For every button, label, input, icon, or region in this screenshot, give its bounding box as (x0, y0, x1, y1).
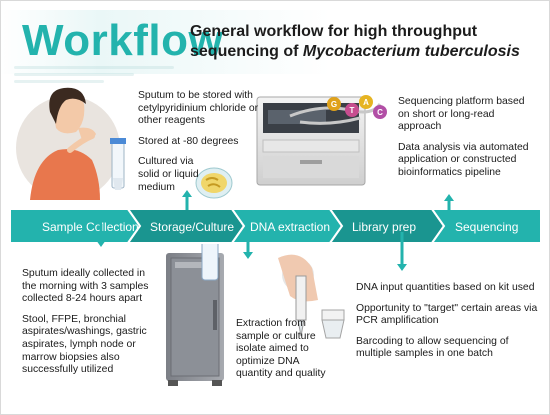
library-note-3: Barcoding to allow sequencing of multipl… (356, 335, 509, 360)
sample-note-2: Stool, FFPE, bronchial aspirates/washing… (22, 313, 147, 376)
step-label-sequencing: Sequencing (455, 220, 519, 234)
storage-notes: Sputum to be stored with cetylpyridinium… (138, 90, 268, 202)
dna-base-T (345, 103, 359, 117)
storage-note-2: Stored at -80 degrees (138, 135, 239, 147)
coughing-person-icon (16, 87, 120, 200)
dna-base-letter-A: A (363, 98, 369, 107)
extraction-note-1: Extraction from sample or culture isolat… (236, 318, 326, 380)
title-organism: Mycobacterium tuberculosis (302, 43, 520, 60)
workflow-badge: Workflow (22, 16, 224, 65)
title-line-1: General workflow for high throughput (190, 23, 478, 40)
storage-note-3: Cultured via solid or liquid medium (138, 156, 199, 193)
library-note-1: DNA input quantities based on kit used (356, 282, 535, 293)
sequencing-notes: Sequencing platform based on short or lo… (398, 96, 538, 188)
figure-title: General workflow for high throughput seq… (190, 22, 542, 62)
sequencer-machine-icon (256, 96, 366, 186)
storage-note-1: Sputum to be stored with cetylpyridinium… (138, 90, 259, 127)
step-label-storage-culture: Storage/Culture (150, 220, 235, 234)
dna-base-letter-T: T (350, 106, 355, 115)
sequencing-note-2: Data analysis via automated application … (398, 141, 529, 178)
library-note-2: Opportunity to "target" certain areas vi… (356, 302, 538, 327)
workflow-arrow-band (9, 208, 540, 244)
dna-base-G (327, 97, 341, 111)
dna-base-letter-C: C (377, 108, 383, 117)
sequencing-note-1: Sequencing platform based on short or lo… (398, 96, 525, 133)
step-label-sample-collection: Sample Collection (42, 220, 139, 234)
dna-base-letter-G: G (331, 100, 337, 109)
step-label-library-prep: Library prep (352, 220, 417, 234)
petri-dish-icon (195, 167, 233, 199)
pipette-icon (278, 254, 318, 337)
dna-base-C (373, 105, 387, 119)
step-label-dna-extraction: DNA extraction (250, 220, 331, 234)
header-band (0, 10, 550, 74)
chevron-step-5 (430, 208, 540, 244)
freezer-icon (166, 253, 224, 386)
sample-collection-notes: Sputum ideally collected in the morning … (22, 268, 162, 385)
library-prep-notes: DNA input quantities based on kit used O… (356, 282, 542, 369)
sample-note-1: Sputum ideally collected in the morning … (22, 268, 149, 305)
title-line-2: sequencing of Mycobacterium tuberculosis (190, 42, 542, 62)
specimen-tube-icon (110, 138, 126, 190)
extraction-notes: Extraction from sample or culture isolat… (236, 318, 336, 389)
title-prefix: sequencing of (190, 43, 303, 60)
dna-base-A (359, 95, 373, 109)
dna-bases-group: G TAC (327, 95, 387, 119)
badge-reflection (14, 62, 184, 88)
pcr-tube-strip-icon (321, 309, 345, 339)
